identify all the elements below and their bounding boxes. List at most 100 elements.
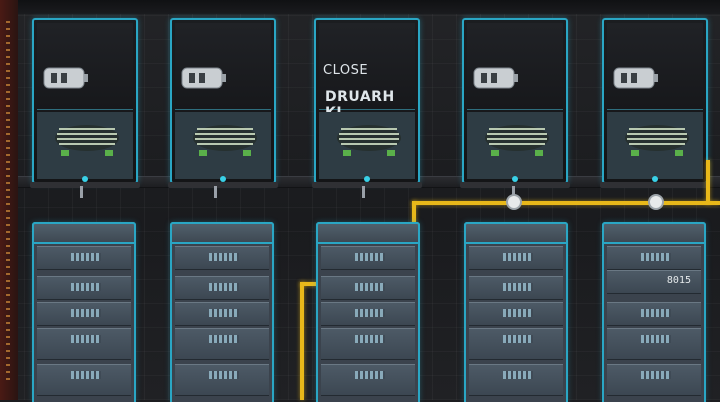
rack-unit-leds [355,283,385,291]
connector-3 [362,186,365,198]
status-led [652,176,658,182]
status-led [512,176,518,182]
server-rack-3[interactable] [316,222,420,402]
monitor-stand [460,182,570,188]
rack-cap [32,222,136,244]
connector-4 [512,186,515,198]
connector-node-icon[interactable] [648,194,664,210]
monitor-panel [175,112,271,179]
rack-unit-leds [355,253,385,261]
rack-unit-leds [355,309,385,317]
chip-icon [337,125,401,156]
usb-port-icon [181,67,226,89]
monitor-screen [175,23,271,110]
monitor-screen [37,23,133,110]
rack-unit-leds [503,335,533,343]
monitor-stand [312,182,422,188]
rack-unit [321,328,415,360]
usb-port-icon [613,67,658,89]
rack-label: 8015 [666,275,691,286]
cable-riser [706,160,710,204]
rack-unit [321,302,415,326]
server-rack-2[interactable] [170,222,274,402]
rack-unit-leds [209,335,239,343]
left-edge-indicators [6,20,10,380]
status-led [364,176,370,182]
rack-unit [321,364,415,396]
rack-unit-leds [355,335,385,343]
monitor-4[interactable] [460,18,570,188]
rack-cap [602,222,706,244]
rack-unit-leds [641,253,671,261]
top-strip [18,0,720,14]
monitor-panel [607,112,703,179]
rack-unit [469,276,563,300]
rack-unit-leds [503,371,533,379]
connector-1 [80,186,83,198]
screen-text-close: CLOSE [323,63,369,78]
server-rack-1[interactable] [32,222,136,402]
rack-cap [464,222,568,244]
rack-unit [175,246,269,270]
rack-unit [469,302,563,326]
rack-unit [607,328,701,360]
monitor-stand [168,182,278,188]
status-led [220,176,226,182]
connector-2 [214,186,217,198]
rack-unit-leds [641,309,671,317]
cable-vertical-left [300,282,304,400]
rack-unit-leds [71,309,101,317]
rack-unit [175,302,269,326]
rack-unit-leds [71,335,101,343]
monitor-panel [319,112,415,179]
connector-node-icon[interactable] [506,194,522,210]
monitor-stand [30,182,140,188]
rack-unit-leds [209,283,239,291]
monitor-3[interactable]: CLOSE DRUARH KI [312,18,422,188]
chip-icon [485,125,549,156]
rack-unit [175,328,269,360]
rack-unit [607,364,701,396]
rack-unit [37,276,131,300]
rack-unit [175,364,269,396]
monitor-stand [600,182,710,188]
rack-unit-leds [209,371,239,379]
rack-unit [37,246,131,270]
usb-port-icon [473,67,518,89]
rack-unit [469,328,563,360]
rack-unit-leds [71,371,101,379]
rack-unit [175,276,269,300]
rack-unit-leds [503,309,533,317]
rack-unit [607,302,701,326]
monitor-1[interactable] [30,18,140,188]
usb-port-icon [43,67,88,89]
chip-icon [193,125,257,156]
server-rack-5[interactable]: 8015 [602,222,706,402]
chip-icon [625,125,689,156]
rack-unit [321,276,415,300]
rack-unit [321,246,415,270]
rack-unit-leds [71,283,101,291]
rack-unit-leds [209,309,239,317]
monitor-screen [607,23,703,110]
cable-horizontal [412,201,720,205]
rack-unit [37,302,131,326]
cable-bend [300,282,318,286]
monitor-2[interactable] [168,18,278,188]
rack-unit-leds [641,371,671,379]
rack-unit-leds [503,283,533,291]
rack-unit-leds [503,253,533,261]
monitor-screen [467,23,563,110]
monitor-5[interactable] [600,18,710,188]
rack-cap [170,222,274,244]
status-led [82,176,88,182]
chip-icon [55,125,119,156]
monitor-panel [467,112,563,179]
rack-unit [37,364,131,396]
monitor-screen: CLOSE DRUARH KI [319,23,415,121]
rack-unit [607,246,701,270]
rack-cap [316,222,420,244]
rack-unit: 8015 [607,270,701,294]
server-rack-4[interactable] [464,222,568,402]
rack-unit-leds [71,253,101,261]
